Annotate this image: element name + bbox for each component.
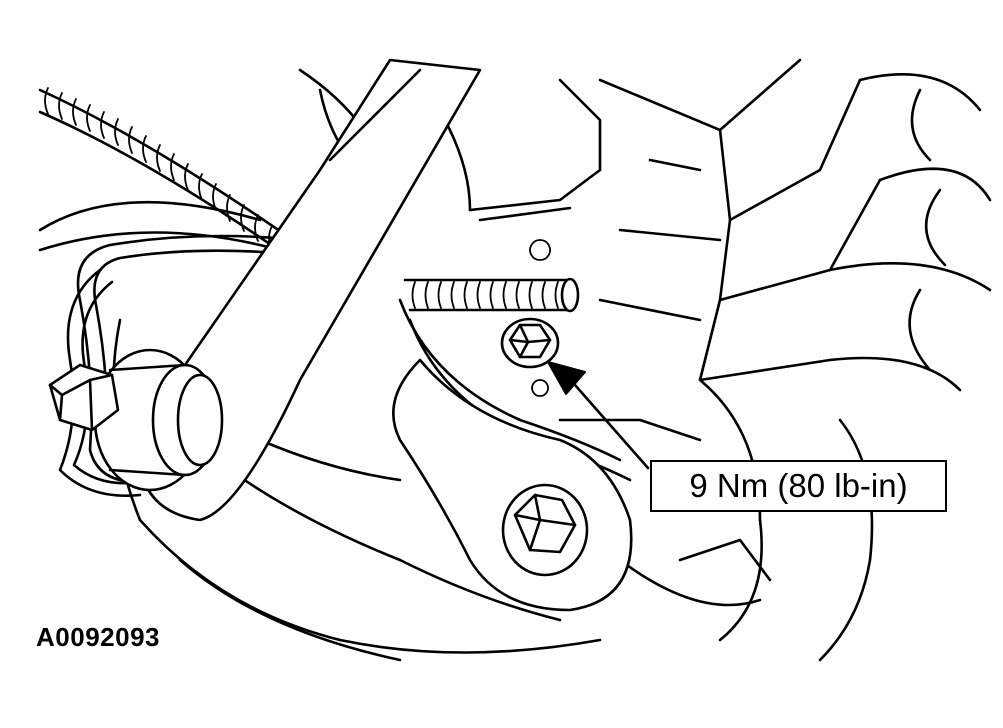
lower-link-bolt: [501, 483, 589, 577]
arrow-head-icon: [547, 361, 586, 395]
knuckle-outline: [38, 68, 772, 662]
torque-spec-text: 9 Nm (80 lb-in): [689, 467, 908, 504]
torque-spec-callout: 9 Nm (80 lb-in): [650, 460, 947, 512]
brake-hose-short: [403, 277, 580, 313]
arm-end-bolt: [48, 363, 120, 432]
bracket-bolt: [500, 317, 560, 369]
arm-end-bushing: [93, 348, 224, 492]
figure-id-label: A0092093: [36, 622, 160, 652]
callout-leader: [547, 361, 650, 470]
coil-spring-outline: [598, 58, 992, 662]
